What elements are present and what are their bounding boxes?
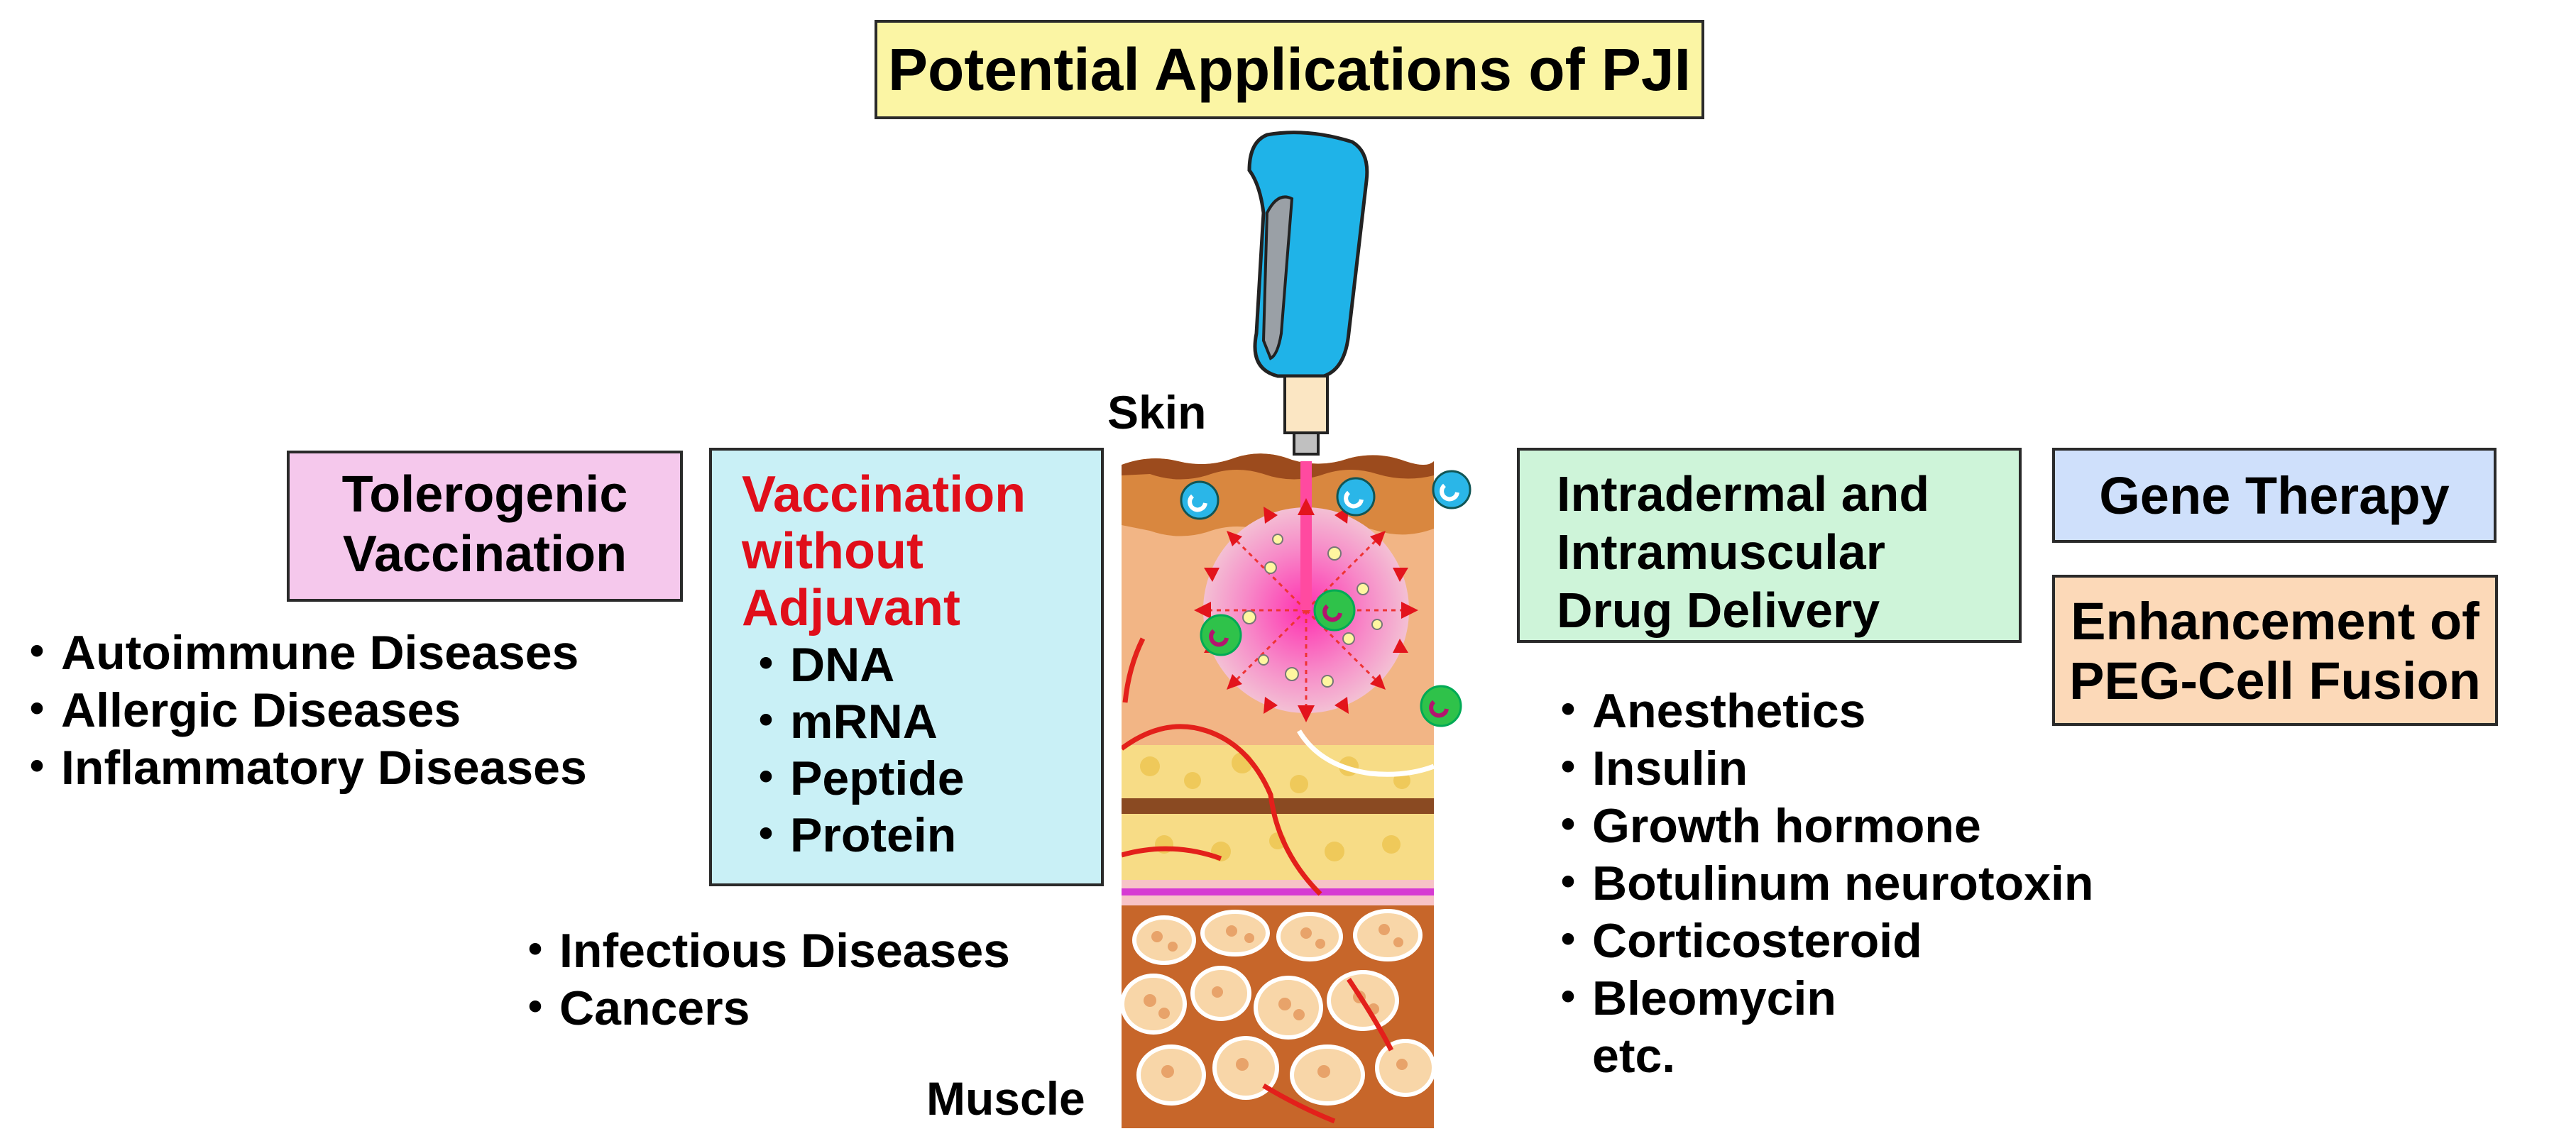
peg-heading-line: PEG-Cell Fusion [2069,651,2481,710]
drug-list: Anesthetics Insulin Growth hormone Botul… [1544,683,2093,1085]
drug-delivery-heading-line: Intradermal and [1557,466,1930,522]
skin-label: Skin [1107,386,1207,439]
vaccination-heading-line: Vaccination [742,466,1026,523]
list-item: Bleomycin [1544,970,2093,1027]
peg-cell-fusion-box: Enhancement of PEG-Cell Fusion [2052,575,2498,726]
vaccination-heading-line: Adjuvant [742,580,961,636]
gene-therapy-box: Gene Therapy [2052,448,2496,543]
list-item: Peptide [742,750,1101,807]
vaccination-heading-line: without [742,523,923,580]
list-item: Corticosteroid [1544,913,2093,970]
list-item: Allergic Diseases [13,682,587,739]
vaccination-target-list: Infectious Diseases Cancers [511,922,1010,1037]
list-item: Growth hormone [1544,798,2093,855]
vaccination-without-adjuvant-box: Vaccination without Adjuvant DNA mRNA Pe… [709,448,1104,886]
list-item: Botulinum neurotoxin [1544,855,2093,913]
peg-heading-line: Enhancement of [2071,592,2479,651]
list-item: Cancers [511,980,1010,1037]
list-item: Anesthetics [1544,683,2093,740]
list-item: Infectious Diseases [511,922,1010,980]
list-item: Protein [742,807,1101,864]
list-item: mRNA [742,693,1101,750]
tolerogenic-vaccination-box: Tolerogenic Vaccination [287,451,683,602]
list-item-etc: etc. [1592,1029,1676,1083]
list-item: Autoimmune Diseases [13,624,587,682]
list-item: Inflammatory Diseases [13,739,587,797]
vaccine-type-list: DNA mRNA Peptide Protein [742,636,1101,864]
dendritic-cell-icons [1180,470,1471,727]
drug-delivery-heading-line: Intramuscular [1557,524,1885,580]
list-item: Insulin [1544,740,2093,798]
diagram-title: Potential Applications of PJI [875,20,1704,119]
drug-delivery-heading-line: Drug Delivery [1557,583,1880,638]
drug-delivery-box: Intradermal and Intramuscular Drug Deliv… [1517,448,2022,643]
tolerogenic-heading-line: Vaccination [342,526,627,583]
tolerogenic-heading-line: Tolerogenic [341,466,628,523]
list-item: DNA [742,636,1101,693]
tolerogenic-disease-list: Autoimmune Diseases Allergic Diseases In… [13,624,587,797]
muscle-label: Muscle [926,1072,1085,1125]
pyro-drive-jet-injector [1247,131,1369,456]
